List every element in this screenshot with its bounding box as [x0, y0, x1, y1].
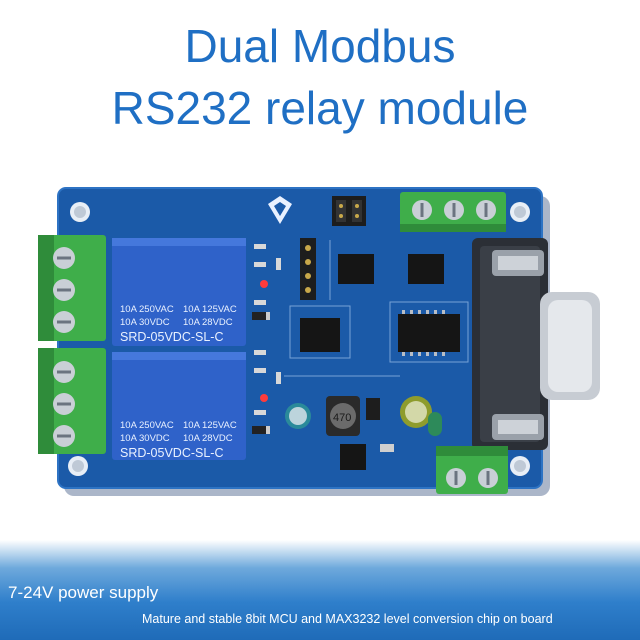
relay-1-rating-a: 10A 250VAC	[120, 304, 174, 315]
banner-feature-text: Mature and stable 8bit MCU and MAX3232 l…	[142, 612, 553, 626]
terminal-block-left-top	[38, 235, 106, 341]
relay-2-rating-b: 10A 125VAC	[183, 420, 237, 431]
mounting-holes	[68, 202, 530, 476]
diodes	[252, 280, 270, 434]
smd-components	[254, 244, 281, 415]
product-title-line2: RS232 relay module	[111, 82, 529, 134]
inductor: 470	[326, 396, 360, 436]
relay-2-rating-c: 10A 30VDC	[120, 433, 170, 444]
feature-banner	[0, 540, 640, 640]
relay-2: 10A 250VAC 10A 125VAC 10A 30VDC 10A 28VD…	[112, 352, 246, 460]
terminal-block-power	[436, 446, 508, 494]
relay-1-rating-b: 10A 125VAC	[183, 304, 237, 315]
ic-pins	[402, 310, 445, 356]
product-title-line1: Dual Modbus	[184, 20, 456, 72]
relay-2-model: SRD-05VDC-SL-C	[120, 446, 224, 460]
ic-chips	[300, 254, 460, 470]
relay-1-rating-c: 10A 30VDC	[120, 317, 170, 328]
relay-2-rating-d: 10A 28VDC	[183, 433, 233, 444]
relay-1: 10A 250VAC 10A 125VAC 10A 30VDC 10A 28VD…	[112, 238, 246, 346]
brand-logo	[268, 196, 292, 224]
banner-power-text: 7-24V power supply	[8, 583, 159, 602]
capacitors	[285, 396, 442, 436]
jumper-header	[332, 196, 366, 226]
terminal-block-left-bottom	[38, 348, 106, 454]
silkscreen-markings	[284, 240, 469, 377]
relay-1-rating-d: 10A 28VDC	[183, 317, 233, 328]
terminal-block-top-right	[400, 192, 506, 232]
pin-header	[300, 238, 316, 300]
relay-2-rating-a: 10A 250VAC	[120, 420, 174, 431]
relay-1-model: SRD-05VDC-SL-C	[120, 330, 224, 344]
db9-connector	[472, 238, 600, 450]
inductor-label: 470	[333, 412, 351, 424]
